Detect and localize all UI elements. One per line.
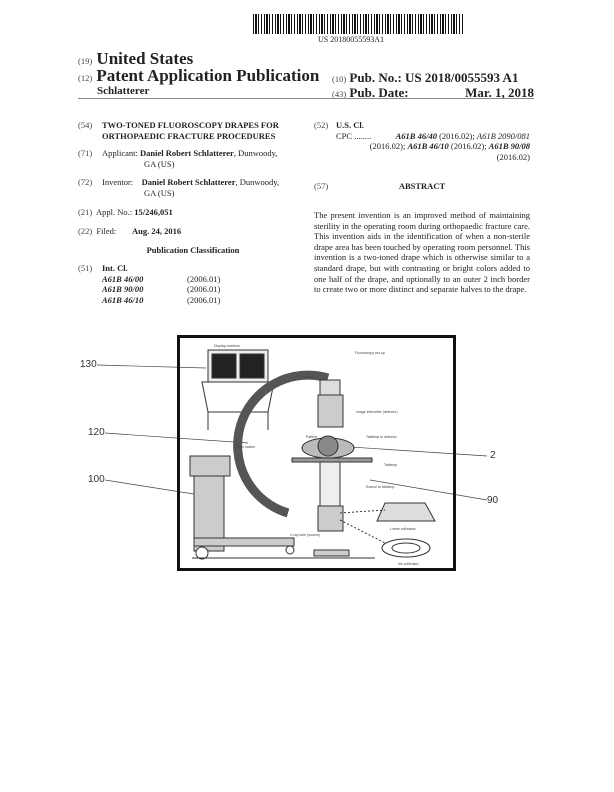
label-linear-collimator: Linear collimator bbox=[390, 527, 417, 531]
filed-field: (22) Filed: Aug. 24, 2016 bbox=[78, 226, 181, 237]
code-10: (10) bbox=[332, 74, 347, 84]
int-cl-row: A61B 46/10 (2006.01) bbox=[102, 295, 308, 306]
cpc-version: (2016.02); bbox=[369, 141, 408, 151]
code-51: (51) bbox=[78, 263, 93, 273]
label-source-to-tabletop: Source to tabletop bbox=[366, 485, 394, 489]
code-19: (19) bbox=[78, 56, 93, 66]
code-71: (71) bbox=[78, 148, 93, 158]
cpc-version: (2016.02); bbox=[448, 141, 489, 151]
appl-no: 15/246,051 bbox=[134, 207, 173, 217]
cpc-version: (2016.02); bbox=[436, 130, 477, 141]
callout-130: 130 bbox=[80, 359, 97, 370]
code-72: (72) bbox=[78, 177, 93, 187]
applicant-location: , Dunwoody, bbox=[233, 148, 278, 158]
inventor-state: GA (US) bbox=[144, 187, 175, 198]
inventor-location: , Dunwoody, bbox=[235, 177, 280, 187]
appl-no-field: (21) Appl. No.: 15/246,051 bbox=[78, 207, 173, 218]
int-cl-class: A61B 90/00 bbox=[102, 284, 144, 294]
label-display-monitors: Display monitors bbox=[214, 344, 240, 348]
int-cl-field: (51) Int. Cl. A61B 46/00 (2006.01) A61B 9… bbox=[78, 263, 308, 305]
int-cl-row: A61B 90/00 (2006.01) bbox=[102, 284, 308, 295]
pub-date-line: (43) Pub. Date: Mar. 1, 2018 bbox=[332, 85, 534, 101]
code-21: (21) bbox=[78, 207, 93, 217]
label-iris-collimator: Iris collimator bbox=[398, 562, 419, 566]
inventor-label: Inventor: bbox=[102, 177, 134, 187]
pub-date-label: Pub. Date: bbox=[349, 85, 409, 100]
abstract-header: (57) ABSTRACT bbox=[314, 181, 530, 192]
int-cl-version: (2006.01) bbox=[187, 273, 221, 284]
int-cl-class: A61B 46/10 bbox=[102, 294, 144, 305]
cpc-classes: CPC ........ A61B 46/40 (2016.02); A61B 2… bbox=[336, 131, 530, 163]
title-field: (54) TWO-TONED FLUOROSCOPY DRAPES FOR OR… bbox=[78, 120, 308, 141]
pub-no-line: (10) Pub. No.: US 2018/0055593 A1 bbox=[332, 70, 534, 86]
cpc-class: A61B 90/08 bbox=[488, 141, 530, 151]
int-cl-version: (2006.01) bbox=[187, 294, 221, 305]
callout-100: 100 bbox=[88, 474, 105, 485]
x-ray-tube bbox=[317, 505, 344, 532]
barcode-text: US 20180055593A1 bbox=[318, 35, 385, 44]
callout-2: 2 bbox=[490, 450, 496, 461]
iris-collimator bbox=[381, 538, 431, 558]
title-line-2: ORTHOPAEDIC FRACTURE PROCEDURES bbox=[102, 130, 276, 141]
int-cl-label: Int. Cl. bbox=[102, 263, 128, 273]
inventor-field: (72) Inventor: Daniel Robert Schlatterer… bbox=[78, 177, 308, 198]
code-52: (52) bbox=[314, 120, 329, 130]
fluoroscopy-drawing: Display monitors Fluoroscopy set-up TV c… bbox=[189, 344, 436, 566]
label-tabletop: Tabletop bbox=[384, 463, 397, 467]
code-54: (54) bbox=[78, 120, 93, 130]
callout-90: 90 bbox=[487, 495, 499, 506]
appl-no-label: Appl. No.: bbox=[95, 207, 133, 217]
inventor-name: Daniel Robert Schlatterer bbox=[141, 177, 236, 187]
image-intensifier bbox=[317, 394, 344, 428]
filed-date: Aug. 24, 2016 bbox=[132, 226, 182, 236]
c-arm bbox=[233, 370, 330, 518]
barcode bbox=[253, 14, 463, 34]
label-patient: Patient bbox=[306, 435, 317, 439]
applicant-name: Daniel Robert Schlatterer bbox=[140, 148, 234, 158]
us-cl-label: U.S. Cl. bbox=[336, 120, 364, 130]
label-tv-camera: TV camera bbox=[297, 375, 314, 379]
label-tabletop-to-detector: Tabletop to detector bbox=[366, 435, 398, 439]
label-x-ray-tube: X-ray tube (source) bbox=[290, 533, 320, 537]
title-line-1: TWO-TONED FLUOROSCOPY DRAPES FOR bbox=[102, 120, 279, 130]
code-57: (57) bbox=[314, 181, 329, 191]
publication-classification-heading: Publication Classification bbox=[146, 245, 240, 255]
inventor-short: Schlatterer bbox=[97, 85, 150, 97]
tabletop bbox=[291, 457, 373, 463]
label-c-arm-motion: C-arm motion bbox=[234, 445, 255, 449]
pub-no-label: Pub. No.: bbox=[349, 70, 402, 85]
cpc-class: A61B 46/10 bbox=[407, 141, 449, 151]
linear-collimator bbox=[376, 502, 436, 522]
int-cl-version: (2006.01) bbox=[187, 284, 221, 294]
int-cl-class: A61B 46/00 bbox=[102, 273, 144, 284]
header-divider bbox=[78, 98, 534, 99]
pub-date: Mar. 1, 2018 bbox=[465, 85, 534, 100]
code-22: (22) bbox=[78, 226, 93, 236]
pub-no: US 2018/0055593 A1 bbox=[405, 70, 519, 85]
code-43: (43) bbox=[332, 89, 347, 99]
applicant-state: GA (US) bbox=[144, 158, 175, 169]
doc-type: Patent Application Publication bbox=[96, 66, 320, 85]
country-line: (19) United States bbox=[78, 50, 193, 70]
code-12: (12) bbox=[78, 73, 93, 83]
doc-type-line: (12) Patent Application Publication bbox=[78, 67, 319, 87]
filed-label: Filed: bbox=[96, 226, 117, 236]
cpc-class: A61B 46/40 bbox=[395, 130, 437, 141]
label-image-intensifier: Image intensifier (detector) bbox=[356, 410, 398, 414]
tv-camera bbox=[319, 379, 341, 396]
callout-120: 120 bbox=[88, 427, 105, 438]
label-fluoroscopy-setup: Fluoroscopy set-up bbox=[355, 351, 385, 355]
abstract-text: The present invention is an improved met… bbox=[314, 210, 530, 295]
cpc-version: (2016.02) bbox=[496, 151, 530, 162]
applicant-field: (71) Applicant: Daniel Robert Schlattere… bbox=[78, 148, 308, 169]
abstract-heading: ABSTRACT bbox=[398, 181, 446, 191]
figure-fluoroscopy-setup: Display monitors Fluoroscopy set-up TV c… bbox=[177, 335, 456, 571]
applicant-label: Applicant: bbox=[102, 148, 138, 158]
int-cl-row: A61B 46/00 (2006.01) bbox=[102, 274, 308, 285]
us-cl-field: (52) U.S. Cl. CPC ........ A61B 46/40 (20… bbox=[314, 120, 530, 162]
country: United States bbox=[96, 49, 194, 68]
cpc-class: A61B 2090/081 bbox=[476, 130, 530, 141]
cpc-label: CPC ........ bbox=[336, 130, 372, 141]
